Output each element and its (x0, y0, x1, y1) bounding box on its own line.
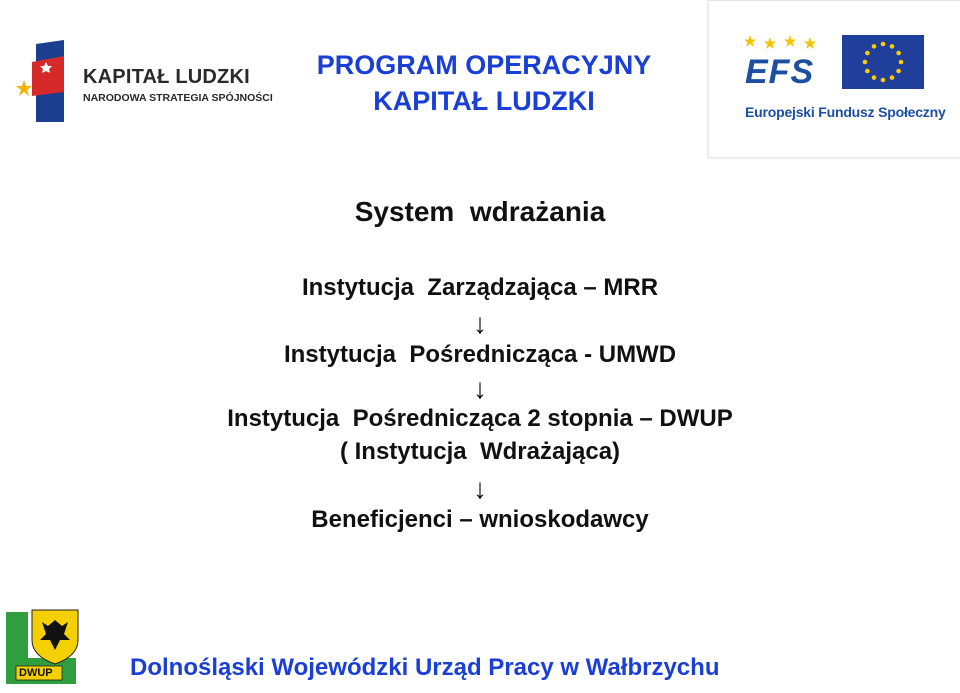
kapital-ludzki-logo: KAPITAŁ LUDZKI NARODOWA STRATEGIA SPÓJNO… (6, 40, 281, 126)
level-4-text: Beneficjenci – wnioskodawcy (311, 506, 649, 533)
down-arrow-icon: ↓ (473, 308, 487, 339)
footer-institution-name: Dolnośląski Wojewódzki Urząd Pracy w Wał… (130, 654, 720, 681)
efs-logo: EFS (708, 0, 960, 158)
kapital-ludzki-subtitle: NARODOWA STRATEGIA SPÓJNOŚCI (83, 92, 273, 104)
down-arrow-icon: ↓ (473, 373, 487, 404)
efs-abbr: EFS (745, 53, 815, 91)
level-3-text: Instytucja Pośrednicząca 2 stopnia – DWU… (227, 405, 733, 432)
eu-flag-icon (842, 35, 924, 89)
program-title-line1: PROGRAM OPERACYJNY (316, 50, 652, 80)
dwup-crest-icon (6, 609, 79, 684)
dwup-abbr: DWUP (19, 667, 53, 679)
dwup-logo: DWUP (2, 606, 84, 693)
level-3-subtext: ( Instytucja Wdrażająca) (339, 438, 621, 465)
kapital-ludzki-emblem-icon (16, 40, 64, 122)
kapital-ludzki-title: KAPITAŁ LUDZKI (83, 66, 250, 88)
down-arrow-icon: ↓ (473, 473, 487, 504)
efs-name: Europejski Fundusz Społeczny (745, 104, 946, 120)
section-title: System wdrażania (354, 196, 606, 227)
level-2-text: Instytucja Pośrednicząca - UMWD (283, 341, 677, 368)
level-1-text: Instytucja Zarządzająca – MRR (301, 274, 659, 301)
program-title-line2: KAPITAŁ LUDZKI (373, 86, 595, 116)
efs-stars-icon (745, 35, 816, 49)
